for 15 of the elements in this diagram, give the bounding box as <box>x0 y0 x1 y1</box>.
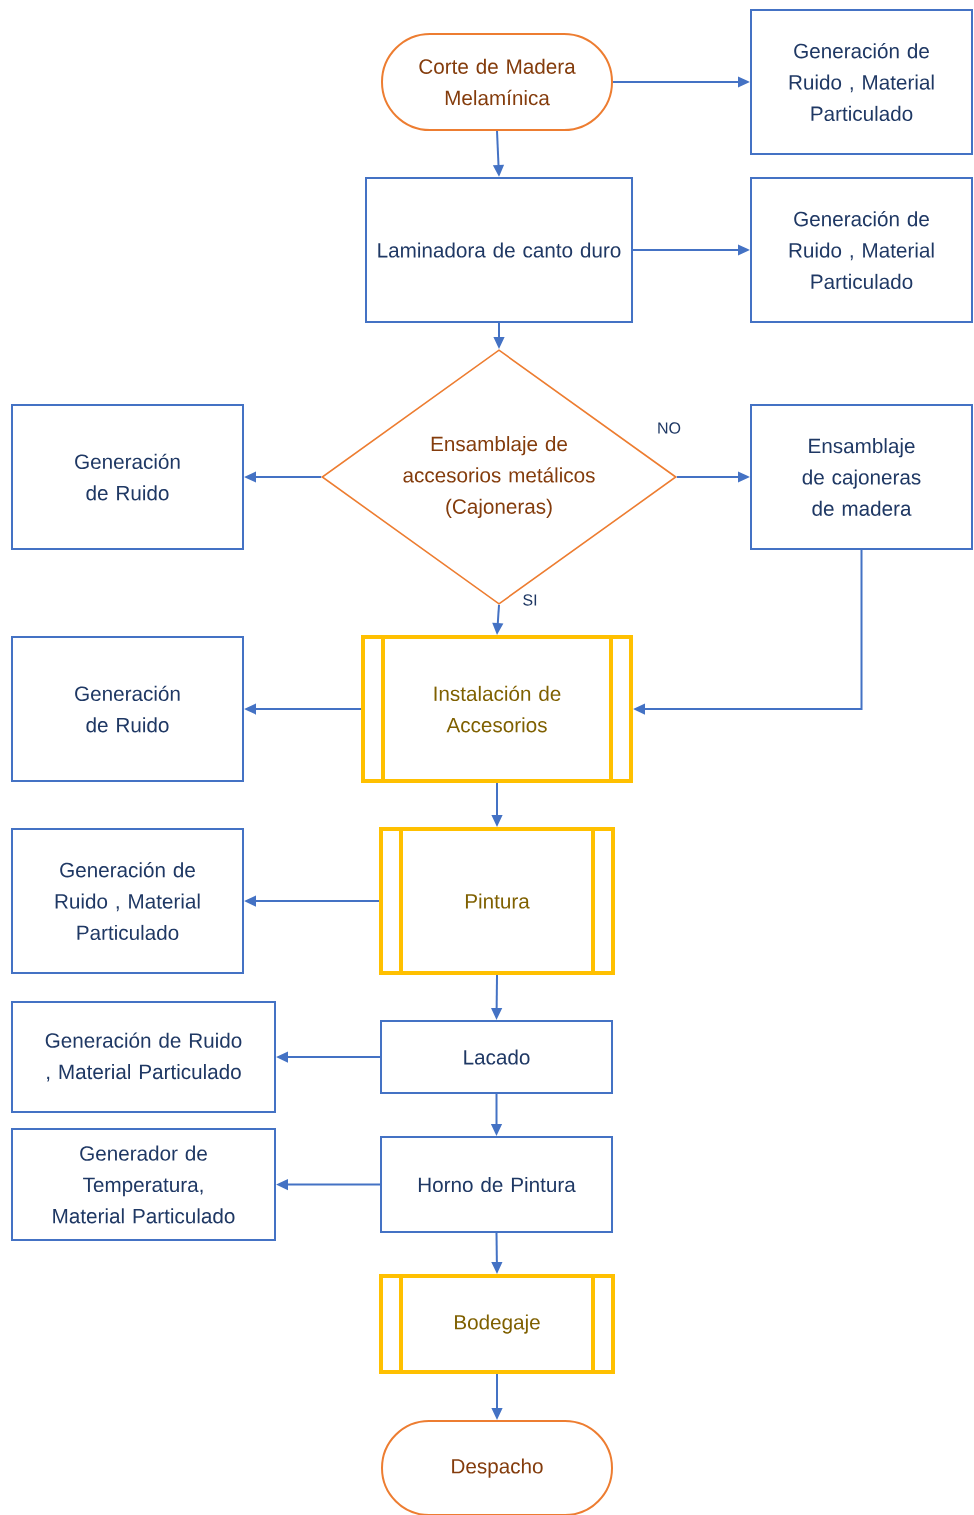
process-box: Generación de Ruido , Material Particulado <box>750 9 973 155</box>
predefined-process-box: Bodegaje <box>379 1274 615 1374</box>
predefined-process-box: Instalación de Accesorios <box>361 635 633 783</box>
process-box: Generación de Ruido , Material Particulado <box>11 1001 276 1113</box>
process-box: Generador de Temperatura, Material Particulado <box>11 1128 276 1241</box>
process-box: Generación de Ruido <box>11 404 244 550</box>
process-box: Lacado <box>380 1020 613 1094</box>
process-box: Laminadora de canto duro <box>365 177 633 323</box>
edge-label: SI <box>521 593 539 607</box>
process-box: Generación de Ruido <box>11 636 244 782</box>
process-box: Generación de Ruido , Material Particulado <box>11 828 244 974</box>
process-box: Horno de Pintura <box>380 1136 613 1233</box>
predefined-process-box: Pintura <box>379 827 615 975</box>
process-box: Ensamblaje de cajoneras de madera <box>750 404 973 550</box>
process-box: Generación de Ruido , Material Particulado <box>750 177 973 323</box>
